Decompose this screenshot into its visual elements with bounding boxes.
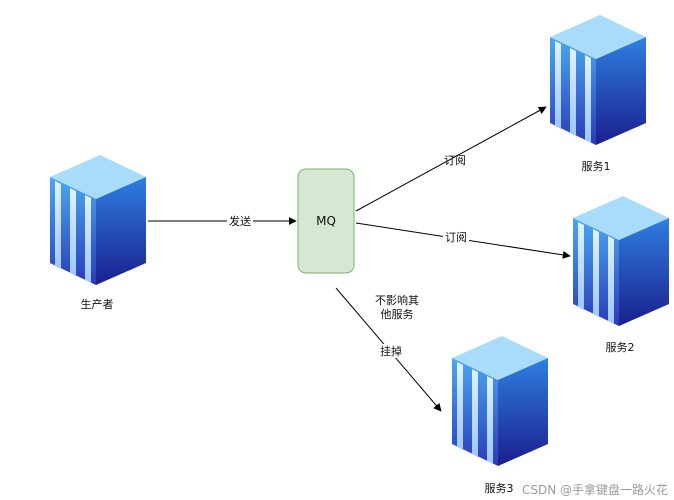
down-label-bg	[378, 344, 404, 358]
service1-server: 服务1	[550, 15, 646, 173]
service3-server: 服务3	[452, 336, 548, 495]
service2-label: 服务2	[606, 341, 635, 354]
server-icon	[550, 15, 646, 145]
edge-down: 不影响其 他服务 挂掉	[335, 287, 442, 412]
send-label: 发送	[229, 214, 251, 228]
watermark: CSDN @手拿键盘一路火花	[522, 482, 668, 497]
mq-node: MQ	[297, 168, 355, 274]
mq-box	[297, 168, 355, 274]
server-icon	[50, 155, 146, 285]
send-label-bg	[227, 213, 253, 227]
subscribe1-arrow	[355, 106, 547, 212]
server-icon	[573, 196, 669, 326]
producer-server: 生产者	[50, 155, 146, 311]
producer-label: 生产者	[81, 297, 114, 311]
mq-label: MQ	[316, 214, 336, 228]
service2-server: 服务2	[573, 196, 669, 354]
down-label: 挂掉	[380, 344, 402, 358]
server-icon	[452, 336, 548, 466]
note-line1: 不影响其	[375, 294, 419, 307]
edge-subscribe2: 订阅	[355, 222, 571, 259]
subscribe2-label-bg	[443, 230, 469, 244]
service1-label: 服务1	[582, 160, 611, 173]
subscribe2-label: 订阅	[445, 231, 467, 244]
service3-label: 服务3	[485, 482, 514, 495]
edge-send: 发送	[148, 213, 297, 228]
subscribe1-label: 订阅	[444, 154, 466, 167]
note-line2: 他服务	[381, 308, 414, 321]
edge-subscribe1: 订阅	[355, 106, 547, 212]
